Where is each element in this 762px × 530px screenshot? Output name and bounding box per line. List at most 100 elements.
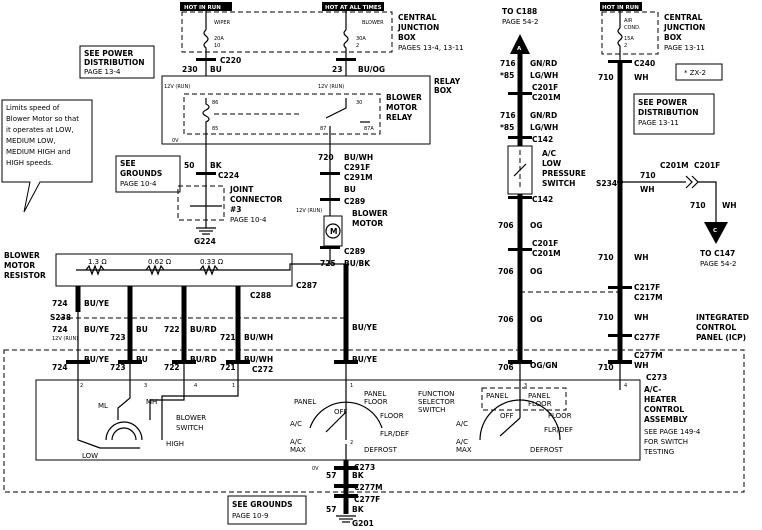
icp-w710-label: 710 xyxy=(598,363,614,372)
fss2-panel: PANEL xyxy=(486,392,508,400)
w723-color: BU xyxy=(136,325,148,334)
c201m-b-label: C201M xyxy=(532,249,561,258)
w724-right-color: BU/YE xyxy=(352,323,377,332)
w716b-alt: LG/WH xyxy=(530,123,558,132)
hcca-pin-2: 2 xyxy=(80,383,83,389)
arrow-c xyxy=(704,222,728,244)
w724-label-a: 724 xyxy=(52,299,68,308)
hot-in-run-label: HOT IN RUN xyxy=(184,5,221,11)
joint-label-2: CONNECTOR xyxy=(230,195,283,204)
fss2-acmax-1: A/C xyxy=(456,438,468,446)
zx2-box xyxy=(675,63,723,81)
w710-color-s: WH xyxy=(640,185,655,194)
resistor-label-2: MOTOR xyxy=(4,261,35,270)
resistor-label-3: RESISTOR xyxy=(4,271,46,280)
cjb-left-title-1: CENTRAL xyxy=(398,13,437,22)
see-power-right-box xyxy=(633,93,715,135)
w710-color-a: WH xyxy=(634,73,649,82)
w230-label: 230 xyxy=(182,65,198,74)
fss-title-2: SELECTOR xyxy=(418,398,455,406)
w706-label-c: 706 xyxy=(498,315,514,324)
blower-motor-label-1: BLOWER xyxy=(352,209,388,218)
blower-high: HIGH xyxy=(166,440,184,448)
hcca-pin-4: 4 xyxy=(194,383,197,389)
w724-label-b: 724 xyxy=(52,325,68,334)
c277f-bottom-label: C277F xyxy=(354,495,380,504)
hcca-pin-2b: 2 xyxy=(350,440,353,446)
w50-color: BK xyxy=(210,161,223,170)
hot-at-all-times-badge xyxy=(322,2,384,11)
hcca-page-3: TESTING xyxy=(643,448,674,456)
w720-label: 720 xyxy=(318,153,334,162)
relay-pin-87: 87 xyxy=(320,126,326,132)
fss-defrost: DEFROST xyxy=(364,446,398,454)
relay-pin-87a: 87A xyxy=(364,126,374,132)
w721-label: 721 xyxy=(220,333,236,342)
c289-b-label: C289 xyxy=(344,247,365,256)
relay-pin-86: 86 xyxy=(212,100,218,106)
c224-label: C224 xyxy=(218,171,239,180)
s234-label: S234 xyxy=(596,179,617,188)
relay-pin-30: 30 xyxy=(356,100,362,106)
see-grounds-top-box xyxy=(115,155,181,193)
zx2-label: * ZX-2 xyxy=(684,69,706,77)
fuse-ac-name-1: AIR xyxy=(624,18,633,24)
s238-12v: 12V (RUN) xyxy=(52,336,78,342)
callout-box xyxy=(1,99,93,213)
fuse-wiper-name: WIPER xyxy=(214,20,231,26)
hcca-pin-1a: 1 xyxy=(232,383,235,389)
c201f-s-label: C201F xyxy=(694,161,720,170)
ac-switch-1: A/C xyxy=(542,149,557,158)
w721-color: BU/WH xyxy=(244,333,273,342)
see-grounds-top-page: PAGE 10-4 xyxy=(120,180,157,188)
relay-0v: 0V xyxy=(172,138,179,144)
icp-w724-label: 724 xyxy=(52,363,68,372)
to-c188-page: PAGE 54-2 xyxy=(502,18,538,26)
w706-label-b: 706 xyxy=(498,267,514,276)
c287-label: C287 xyxy=(296,281,317,290)
to-c147: TO C147 xyxy=(700,249,735,258)
w57-label-a: 57 xyxy=(326,471,336,480)
c277f-label: C277F xyxy=(634,333,660,342)
fuse-ac-name-2: COND. xyxy=(624,25,641,31)
hcca-pin-3b: 3 xyxy=(524,383,527,389)
hcca-label-2: HEATER xyxy=(644,395,677,404)
fss-panel-floor-2: FLOOR xyxy=(364,398,388,406)
icp-w724-right-color: BU/YE xyxy=(352,355,377,364)
resistor-label-1: BLOWER xyxy=(4,251,40,260)
w710-label-s: 710 xyxy=(640,171,656,180)
icp-w722-label: 722 xyxy=(164,363,180,372)
s238-label: S238 xyxy=(50,313,71,322)
hcca-pin-4b: 4 xyxy=(624,383,627,389)
fss-panel-floor-1: PANEL xyxy=(364,390,386,398)
w57-label-b: 57 xyxy=(326,505,336,514)
blower-ml: ML xyxy=(98,402,108,410)
joint-connector-box xyxy=(177,185,225,221)
fuse-wiper-amp: 20A xyxy=(214,36,224,42)
resistor-value-1: 1.3 Ω xyxy=(88,258,107,266)
see-grounds-bottom-page: PAGE 10-9 xyxy=(232,512,268,520)
w716b-label: 716 xyxy=(500,111,516,120)
joint-label-1: JOINT xyxy=(229,185,254,194)
c277m-label: C277M xyxy=(634,351,663,360)
cjb-right-title-2: JUNCTION xyxy=(663,23,705,32)
w720-color-2: BU xyxy=(344,185,356,194)
relay-inner xyxy=(183,93,381,135)
icp-w710-color: WH xyxy=(634,361,649,370)
w716b-star: *85 xyxy=(500,123,514,132)
w724-color-a: BU/YE xyxy=(84,299,109,308)
icp-w721-color: BU/WH xyxy=(244,355,273,364)
c240-label: C240 xyxy=(634,59,655,68)
ac-switch-2: LOW xyxy=(542,159,562,168)
g224-label: G224 xyxy=(194,237,216,246)
cjb-right-pages: PAGE 13-11 xyxy=(664,44,705,52)
ac-switch-4: SWITCH xyxy=(542,179,575,188)
see-power-right-1: SEE POWER xyxy=(638,98,688,107)
callout-line-1: Limits speed of xyxy=(6,104,60,112)
hcca-page-1: SEE PAGE 149-4 xyxy=(644,428,701,436)
icp-w723-label: 723 xyxy=(110,363,126,372)
arrow-c-label: C xyxy=(713,228,717,234)
c288-label: C288 xyxy=(250,291,271,300)
bottom-0v: 0V xyxy=(312,466,319,472)
